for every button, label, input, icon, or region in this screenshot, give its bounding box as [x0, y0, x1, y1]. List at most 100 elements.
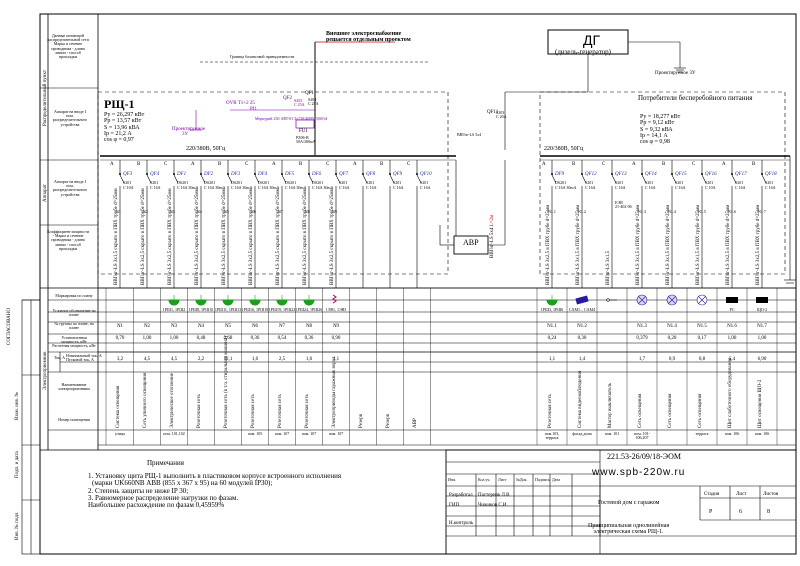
bus-phase-R-0: A	[542, 162, 546, 167]
feeder-pu-R-5: 0,17	[697, 336, 707, 341]
breaker-L-3	[200, 174, 206, 270]
feeder-pu-R-6: 1,00	[727, 336, 737, 341]
feeder-consumer-R-7: Щит освещения ЩО-2	[758, 379, 763, 428]
symbol-L-6	[276, 299, 288, 306]
feeder-dev2-L-4: C 16A 30mA	[231, 185, 253, 190]
breaker-R-4	[671, 174, 677, 270]
feeder-dev2-R-6: C 16A	[735, 185, 746, 190]
feeder-dev2-L-0: C 10A	[123, 185, 134, 190]
feeder-pu-L-2: 1,00	[169, 336, 179, 341]
feeder-qf-L-2: DF1	[177, 172, 187, 177]
gip-role: ГИП	[449, 503, 460, 508]
feeder-dev2-L-7: C 16A 30mA	[312, 185, 334, 190]
feeder-marks-L-5: 1РШ16, 1РШ18	[241, 307, 269, 312]
dev-name: Пастернак Л.В	[478, 493, 510, 498]
feeder-dev2-L-5: C 16A 30mA	[258, 185, 280, 190]
wire	[698, 296, 706, 304]
feeder-plate-R-0: N1.1	[547, 324, 557, 329]
feeder-marks-L-7: 1РШ24, 1РШ26	[295, 307, 323, 312]
generator-title: ДГ	[583, 32, 601, 48]
breaker-L-0	[119, 174, 125, 270]
feeder-plate-L-0: N1	[116, 324, 124, 329]
breaker-L-5	[254, 174, 260, 270]
feeder-consumer-L-4: Розеточная сеть (в т.ч. стиральная машин…	[224, 336, 229, 428]
sheets-header: Листов	[763, 492, 779, 497]
tap-L-11	[416, 173, 418, 175]
feeder-dev-L-3: DS201	[204, 180, 216, 185]
feeder-dev2-L-3: C 16A 30mA	[204, 185, 226, 190]
feeder-ip-L-2: 4,5	[170, 357, 178, 362]
feeder-ip-R-3: 1,7	[638, 357, 646, 362]
feeder-plate-R-1: N1.2	[577, 324, 587, 329]
tap-R-0	[551, 173, 553, 175]
feeder-plate-L-2: N3	[170, 324, 178, 329]
notes-title: Примечания	[147, 459, 185, 467]
feeder-consumer-L-0: Система освещения	[116, 385, 121, 428]
feeder-line-L-5: N6	[251, 209, 256, 214]
doc-code: 221.53-26/09/18-ЭОМ	[607, 452, 682, 461]
breaker-L-9	[362, 174, 368, 270]
panel-row-title: Распределительный пункт	[43, 69, 48, 126]
approved-title: СОГЛАСОВАНО	[7, 307, 12, 345]
bus-phase-L-11: C	[407, 162, 411, 167]
feeder-cable-L-7: ВВГнг-LS 3х2,5 скрыто в ПВХ трубе d=25мм	[303, 188, 308, 285]
symbol-L-3	[195, 299, 207, 306]
feeder-ip-R-4: 0,9	[668, 357, 676, 362]
right-panel-net: 220/380В, 50Гц	[544, 146, 584, 152]
tap-R-7	[761, 173, 763, 175]
tap-L-9	[362, 173, 364, 175]
symbol-R-2	[606, 298, 610, 302]
feeder-line-R-6: N1.6	[728, 209, 736, 214]
feeder-qf-L-10: QF9	[393, 172, 403, 177]
title-col-0: Изм.	[448, 477, 456, 482]
inv-number-title: Взам. инв. №	[15, 391, 20, 420]
wire	[668, 296, 676, 304]
feeder-dev-R-6: S201	[735, 180, 744, 185]
feeder-dev-R-0: DS201	[555, 180, 567, 185]
feeder-qf-L-5: DF4	[258, 172, 268, 177]
feeder-dev-R-2: S201	[615, 180, 624, 185]
bus-phase-L-9: A	[353, 162, 357, 167]
title-col-4: Подпись	[535, 477, 550, 482]
feeder-line-L-4: N5	[224, 209, 229, 214]
bus-phase-L-3: A	[191, 162, 195, 167]
meter-box	[295, 119, 315, 129]
feeder-consumer-L-3: Розеточная сеть	[197, 394, 202, 428]
feeder-pu-L-4: 2,68	[223, 336, 233, 341]
feeder-consumer-L-8: Электроприводы гаражных ворот	[332, 356, 337, 428]
breaker-right-in: QF11	[487, 110, 499, 115]
input-device-title: Аппарат на вводе I пом. распределительно…	[52, 109, 88, 127]
feeder-line-R-0: N1.1	[548, 209, 556, 214]
feeder-pu-R-4: 0,20	[667, 336, 677, 341]
breaker-R-2	[611, 174, 617, 270]
breaker-R-7	[761, 174, 767, 270]
feeder-consumer-L-7: Розеточная сеть	[305, 394, 310, 428]
row-installed: Установленная мощность, кВт	[61, 335, 87, 345]
bus-phase-R-7: B	[752, 162, 756, 167]
symbol-R-6	[726, 297, 738, 303]
feeder-cable-L-2: ВВГнг-LS 3х2,5 скрыто в ПВХ трубе d=25мм	[168, 188, 173, 285]
bus-phase-R-4: B	[662, 162, 666, 167]
feeder-dev-R-1: S201	[585, 180, 594, 185]
bus-phase-L-0: A	[110, 162, 114, 167]
feeder-line-R-4: N1.4	[668, 209, 676, 214]
feeder-plate-R-4: N1.4	[667, 324, 677, 329]
bus-phase-L-7: B	[299, 162, 303, 167]
feeder-room-L-0: улица	[115, 431, 125, 436]
feeder-qf-L-3: DF2	[204, 172, 214, 177]
feeder-dev2-R-4: C 16A	[675, 185, 686, 190]
symbol-R-0	[546, 299, 558, 306]
feeder-consumer-R-1: Система видеонаблюдения	[578, 370, 583, 428]
feeder-marks-L-4: 1РШ11, 1РШ13	[214, 307, 242, 312]
breaker-R-1	[581, 174, 587, 270]
feeder-ip-R-1: 1,4	[578, 357, 586, 362]
feeder-pu-L-3: 0,48	[196, 336, 206, 341]
feeder-plate-L-1: N2	[143, 324, 151, 329]
feeder-consumer-L-9: Резерв	[359, 413, 364, 428]
feeder-ip-R-6: 5,4	[728, 357, 736, 362]
feeder-ip-R-5: 0,8	[698, 357, 706, 362]
